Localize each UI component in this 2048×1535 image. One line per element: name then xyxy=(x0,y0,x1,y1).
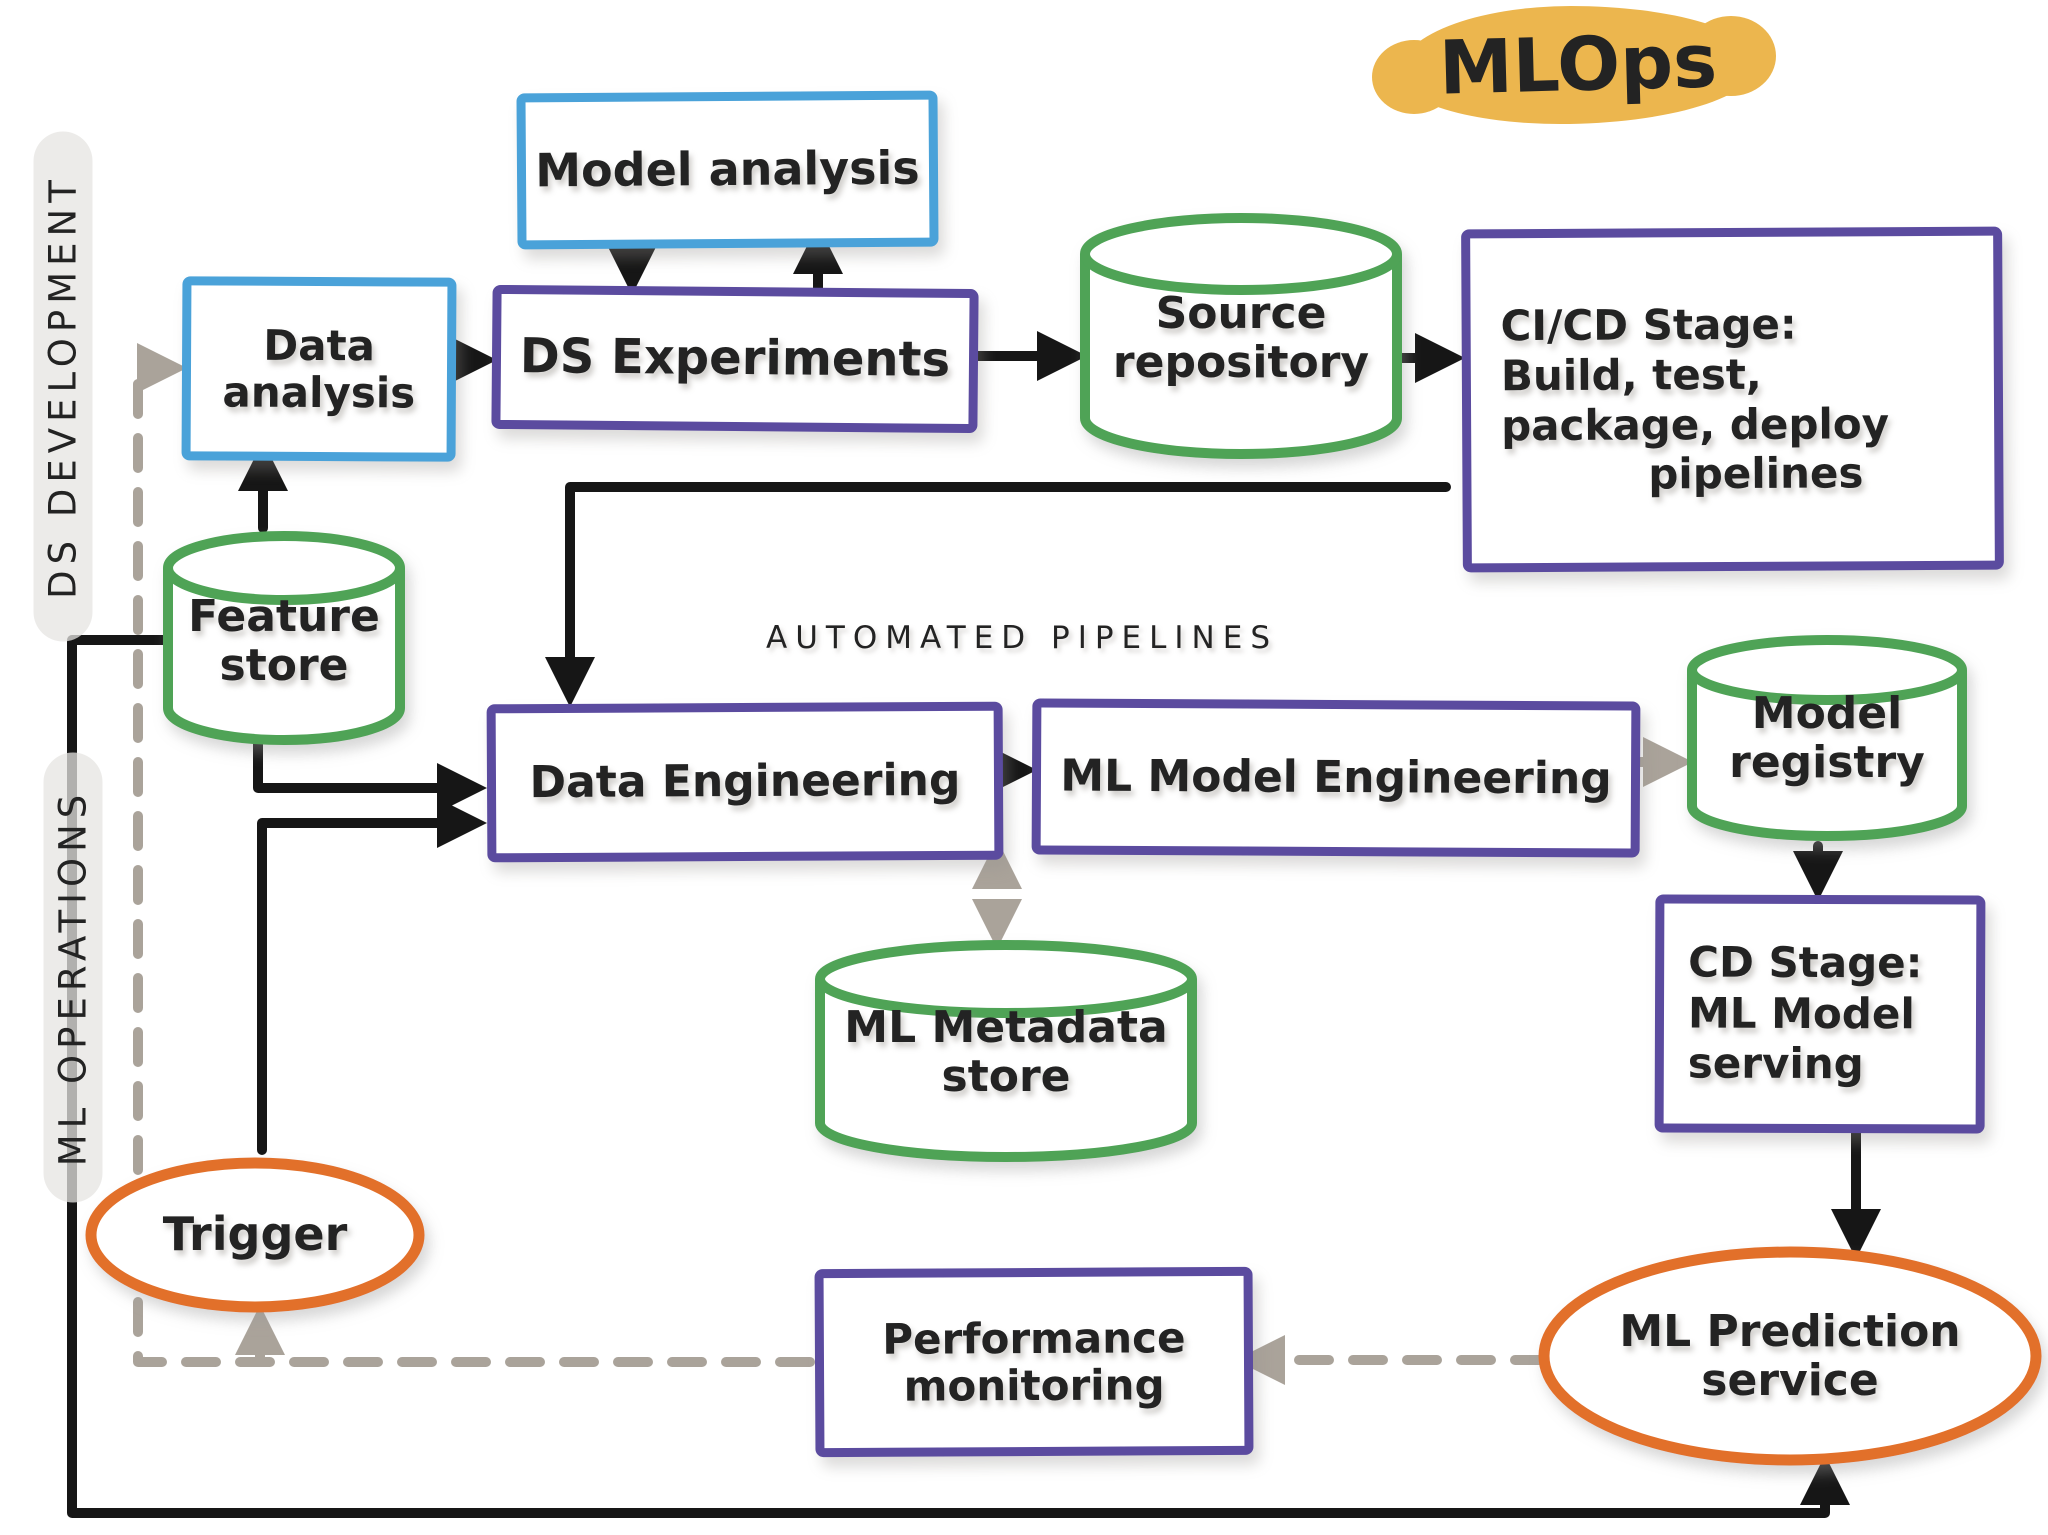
ml-metadata-store-cylinder xyxy=(815,940,1197,1162)
edge-monitoring-to-data-analysis xyxy=(133,343,815,1367)
cd-stage-node: CD Stage: ML Model serving xyxy=(1654,894,1986,1134)
feature-store-cylinder xyxy=(163,531,405,745)
ml-prediction-service-node: ML Prediction service xyxy=(1544,1252,2036,1460)
cd-stage-label-line1: CD Stage: xyxy=(1688,937,1923,988)
trigger-label: Trigger xyxy=(162,1207,348,1262)
model-registry-label-line1: Model xyxy=(1751,687,1903,739)
cd-stage-label-line3: serving xyxy=(1687,1038,1864,1089)
source-repository-node: Source repository xyxy=(1085,240,1397,436)
cicd-stage-label-line3: package, deploy xyxy=(1501,398,1890,450)
data-analysis-label-line2: analysis xyxy=(222,367,416,418)
cicd-stage-node: CI/CD Stage: Build, test, package, deplo… xyxy=(1461,226,2004,573)
ds-experiments-node: DS Experiments xyxy=(491,284,979,434)
performance-monitoring-node: Performance monitoring xyxy=(814,1266,1254,1458)
ml-prediction-service-label-line1: ML Prediction xyxy=(1619,1305,1961,1357)
edge-trigger-to-dataengineering xyxy=(257,798,487,1155)
source-repository-label-line2: repository xyxy=(1112,337,1370,388)
lane-label-ml-operations: ML OPERATIONS xyxy=(43,752,103,1203)
ds-experiments-label: DS Experiments xyxy=(519,328,951,389)
ml-metadata-store-node: ML Metadata store xyxy=(820,968,1192,1136)
cicd-stage-label-line1: CI/CD Stage: xyxy=(1500,300,1797,351)
ml-model-engineering-node: ML Model Engineering xyxy=(1031,698,1641,858)
ml-metadata-store-label-line2: store xyxy=(941,1051,1071,1102)
edge-featurestore-to-dataengineering xyxy=(253,737,487,813)
performance-monitoring-label-line2: monitoring xyxy=(903,1360,1165,1411)
data-analysis-node: Data analysis xyxy=(181,276,457,462)
lane-label-ds-development: DS DEVELOPMENT xyxy=(33,131,93,642)
model-registry-node: Model registry xyxy=(1692,656,1962,820)
ml-prediction-service-label-line2: service xyxy=(1701,1355,1879,1406)
trigger-ellipse xyxy=(85,1157,425,1313)
model-analysis-label: Model analysis xyxy=(535,140,920,198)
cd-stage-label-line2: ML Model xyxy=(1687,988,1915,1039)
feature-store-node: Feature store xyxy=(168,558,400,724)
source-repository-label-line1: Source xyxy=(1155,287,1327,339)
performance-monitoring-label-line1: Performance xyxy=(882,1313,1186,1364)
model-analysis-node: Model analysis xyxy=(516,90,939,250)
data-analysis-label-line1: Data xyxy=(263,320,376,371)
model-registry-cylinder xyxy=(1687,635,1967,841)
diagram-title: MLOps xyxy=(1437,18,1719,112)
automated-pipelines-label: AUTOMATED PIPELINES xyxy=(765,620,1278,656)
ml-metadata-store-label-line1: ML Metadata xyxy=(844,1001,1168,1053)
data-engineering-node: Data Engineering xyxy=(486,701,1004,863)
feature-store-label-line1: Feature xyxy=(188,590,380,642)
mlops-highlight-blob: MLOps xyxy=(1372,6,1776,124)
source-repository-cylinder xyxy=(1080,213,1402,459)
edge-cicd-to-dataengineering xyxy=(545,482,1451,707)
model-registry-label-line2: registry xyxy=(1729,737,1925,788)
cicd-stage-label-line2: Build, test, xyxy=(1500,349,1762,401)
edge-featurestore-to-prediction-loop xyxy=(67,635,1850,1518)
ml-prediction-service-ellipse xyxy=(1538,1246,2042,1466)
data-engineering-label: Data Engineering xyxy=(529,755,961,809)
cicd-stage-label-line4: pipelines xyxy=(1648,448,1864,499)
feature-store-label-line2: store xyxy=(219,640,349,691)
trigger-node: Trigger xyxy=(91,1163,419,1307)
ml-model-engineering-label: ML Model Engineering xyxy=(1060,750,1612,805)
